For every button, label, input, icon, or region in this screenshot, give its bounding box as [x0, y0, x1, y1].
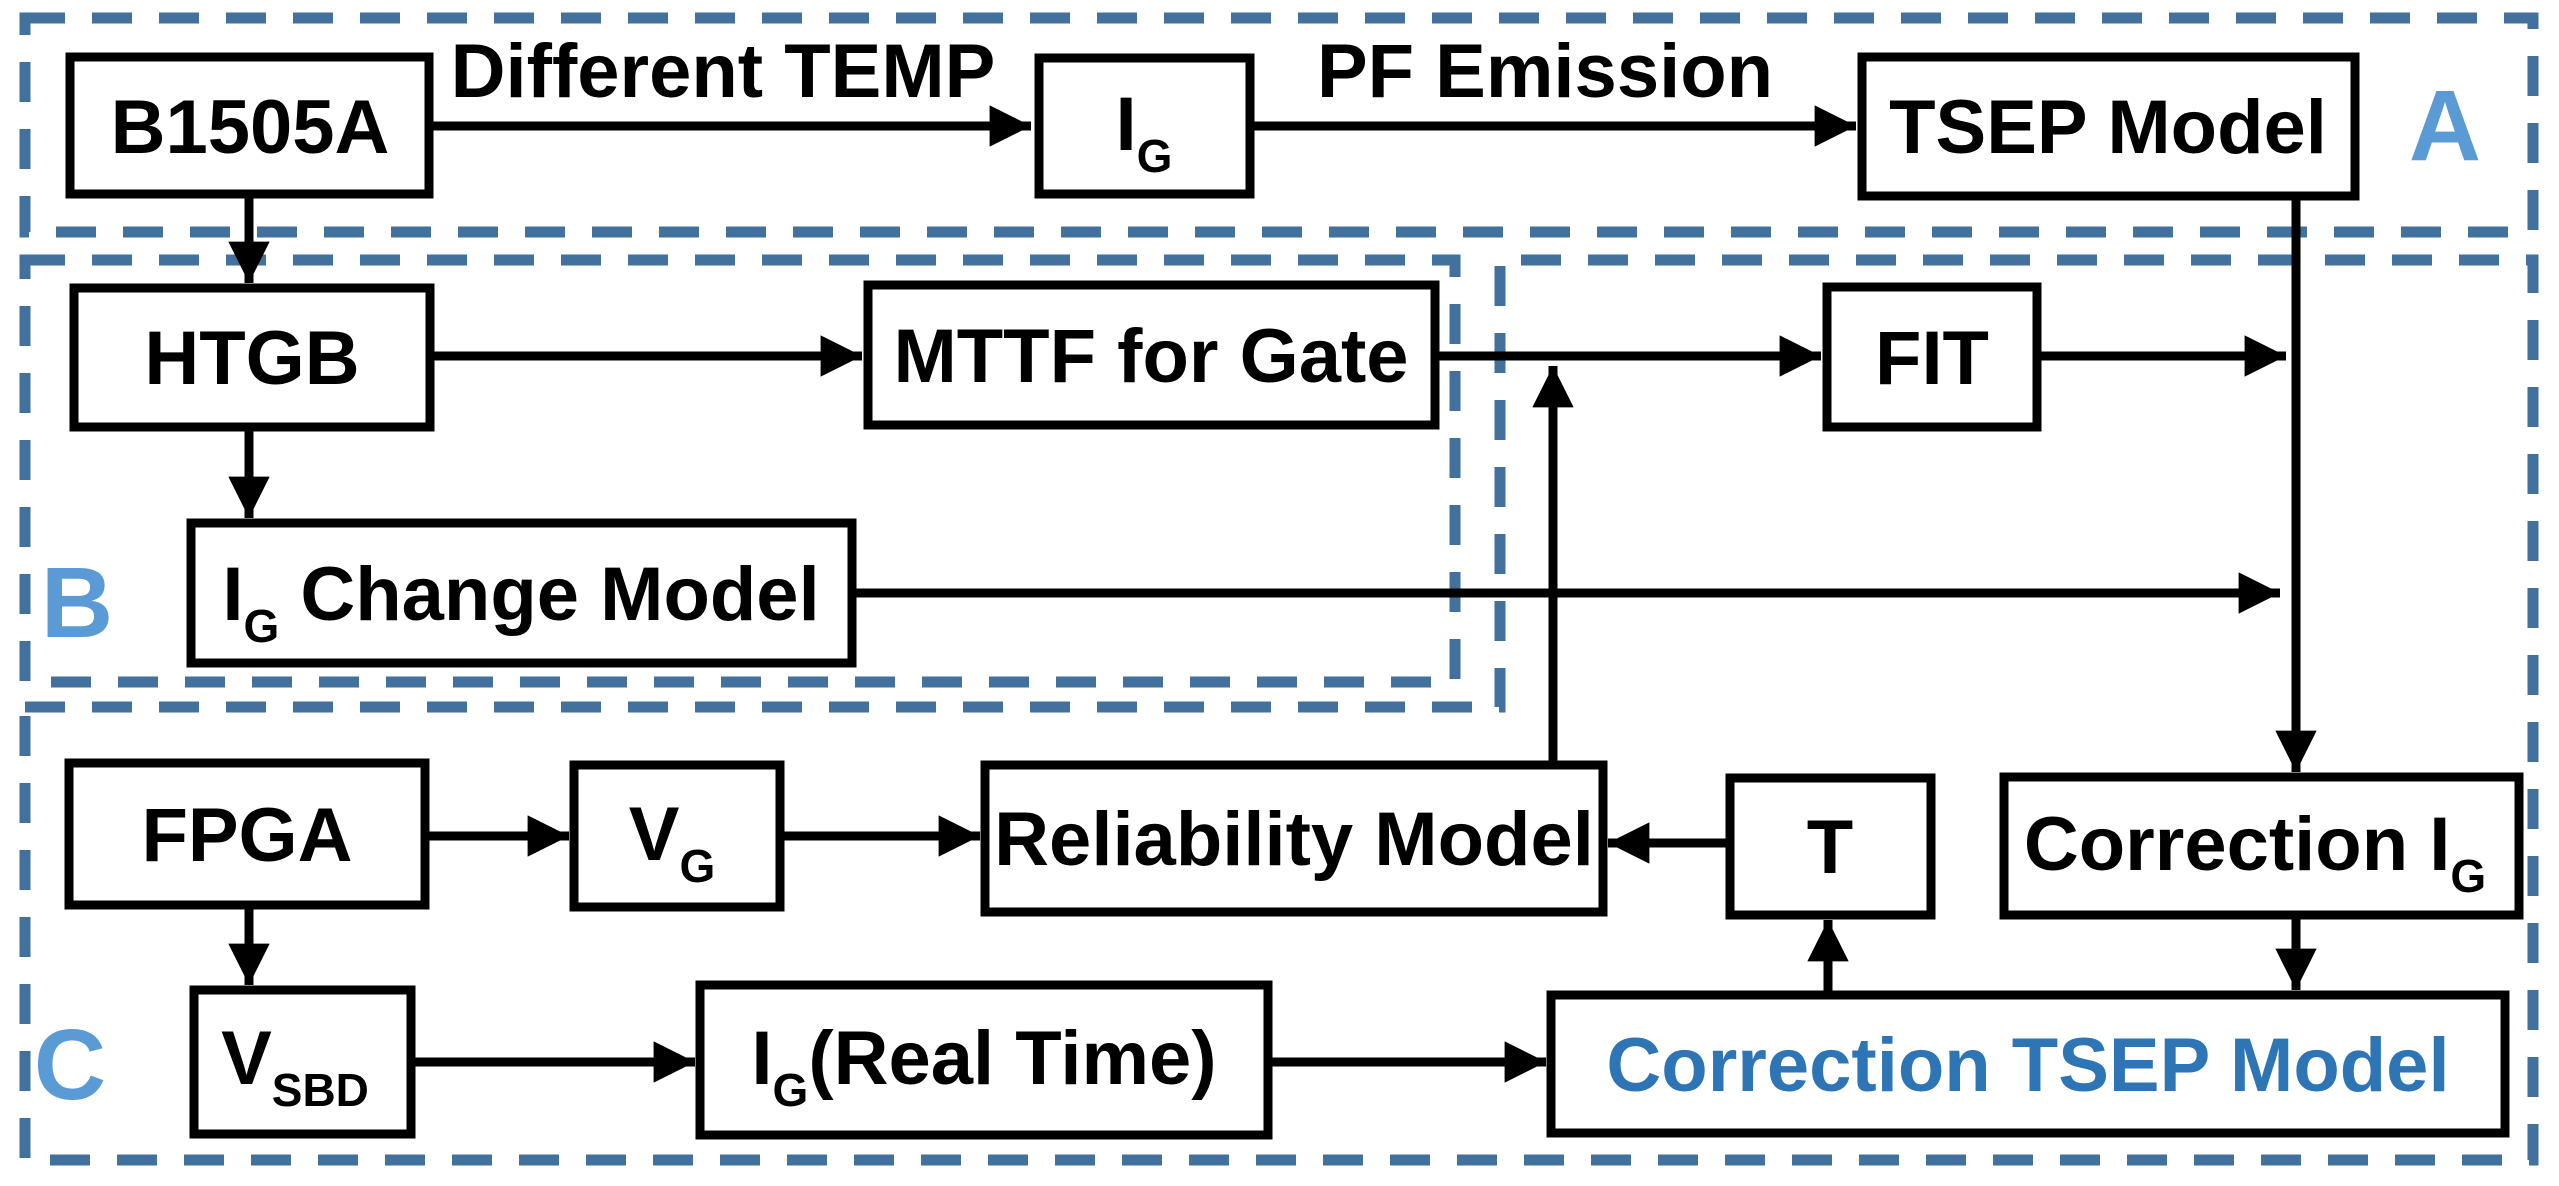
- node-vsbd-sub: SBD: [272, 1064, 369, 1116]
- region-a-label: A: [2409, 70, 2481, 182]
- node-ig-real-time-pre: I: [751, 1016, 772, 1101]
- node-fit: [1822, 282, 2042, 432]
- node-vsbd-label: VSBD: [221, 1016, 369, 1116]
- node-ig-change-model-sub: G: [243, 600, 279, 652]
- edge-label-different-temp: Different TEMP: [451, 29, 996, 114]
- node-ig-real-time-sub: G: [773, 1064, 809, 1116]
- node-ig-main: I: [1116, 82, 1137, 167]
- region-c-label: C: [34, 1009, 106, 1121]
- region-c-border: [19, 254, 2539, 1166]
- node-ig-change-model: [186, 518, 857, 668]
- node-tsep-model: [1857, 52, 2360, 201]
- node-mttf-for-gate-label: MTTF for Gate: [893, 314, 1408, 399]
- node-ig-change-model-label: IG Change Model: [222, 552, 819, 652]
- node-ig-real-time-label: IG(Real Time): [751, 1016, 1216, 1116]
- node-correction-ig-label: Correction IG: [2024, 802, 2486, 902]
- node-vsbd: [189, 985, 416, 1139]
- node-b1505a-label: B1505A: [111, 85, 390, 170]
- node-correction-tsep-model-label: Correction TSEP Model: [1606, 1023, 2449, 1108]
- node-vg: [569, 760, 785, 912]
- node-ig-change-model-post: Change Model: [279, 552, 819, 637]
- node-ig-label: IG: [1116, 82, 1173, 182]
- node-vg-sub: G: [679, 840, 715, 892]
- node-correction-tsep-model: [1546, 990, 2510, 1138]
- node-ig-real-time-post: (Real Time): [808, 1016, 1216, 1101]
- node-vsbd-main: V: [221, 1016, 272, 1101]
- node-t-label: T: [1807, 805, 1853, 890]
- region-b-border: [19, 254, 1461, 688]
- node-reliability-model-label: Reliability Model: [994, 797, 1594, 882]
- node-correction-ig-pre: Correction I: [2024, 802, 2451, 887]
- region-a-border: [19, 12, 2539, 238]
- node-t: [1725, 773, 1936, 920]
- node-ig-sub: G: [1137, 130, 1173, 182]
- node-ig-change-model-pre: I: [222, 552, 243, 637]
- edge-label-pf-emission: PF Emission: [1317, 29, 1773, 114]
- node-vg-main: V: [629, 792, 680, 877]
- node-tsep-model-label: TSEP Model: [1889, 85, 2327, 170]
- node-htgb: [69, 283, 435, 432]
- node-b1505a: [65, 52, 434, 199]
- region-b-label: B: [41, 547, 113, 659]
- node-fpga: [64, 758, 430, 910]
- node-fpga-label: FPGA: [141, 793, 352, 878]
- node-correction-ig: [1999, 772, 2524, 920]
- node-ig: [1034, 53, 1255, 199]
- node-ig-real-time: [695, 980, 1273, 1140]
- node-mttf-for-gate: [863, 280, 1440, 430]
- node-vg-label: VG: [629, 792, 715, 892]
- node-fit-label: FIT: [1875, 316, 1989, 401]
- node-reliability-model: [980, 760, 1608, 917]
- node-htgb-label: HTGB: [144, 316, 359, 401]
- node-correction-ig-sub: G: [2450, 850, 2486, 902]
